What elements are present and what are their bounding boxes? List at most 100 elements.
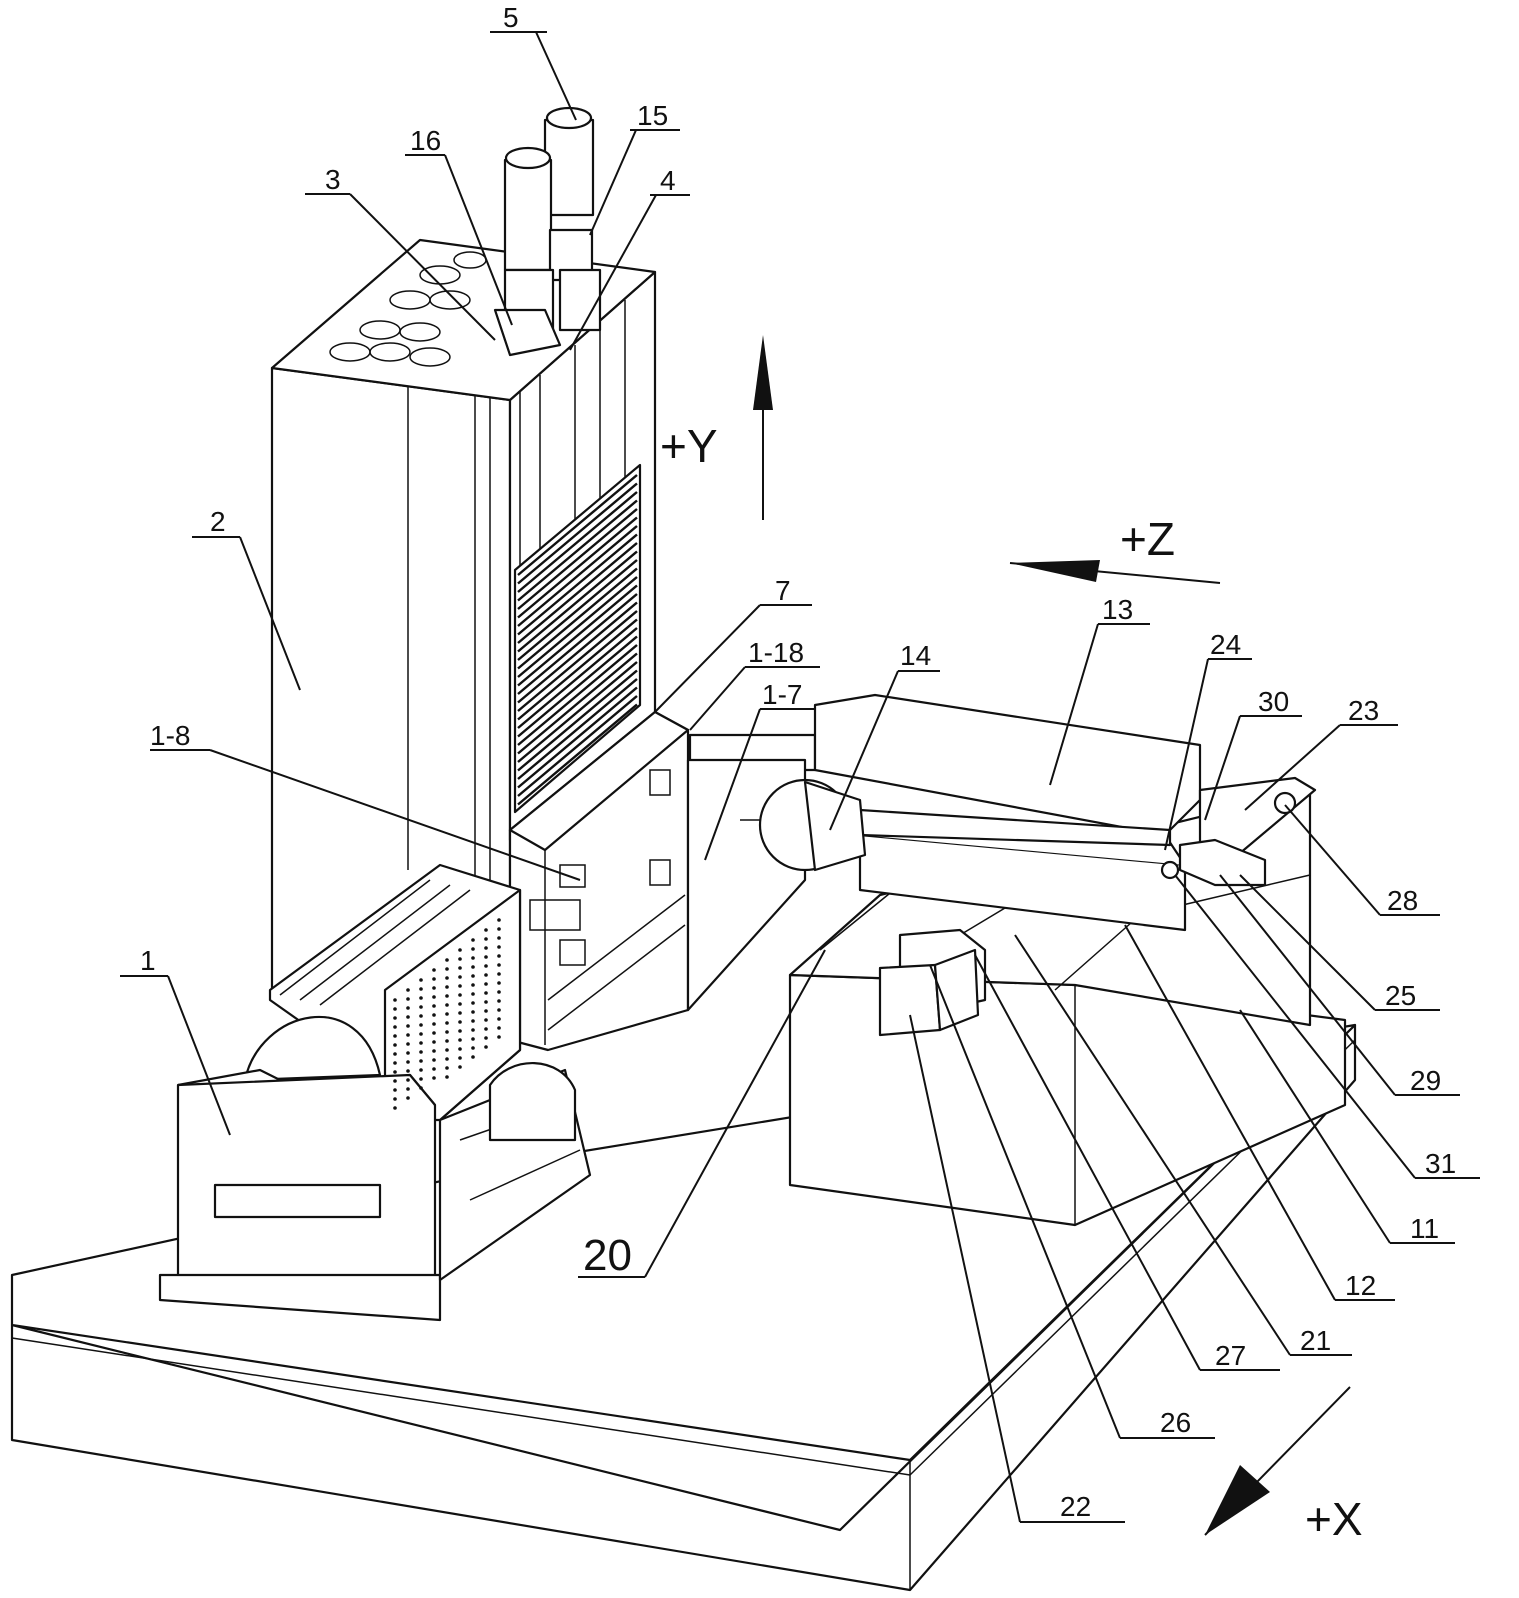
bolt-hole — [484, 982, 488, 986]
axis-x-label: +X — [1305, 1493, 1363, 1545]
label-1: 1 — [140, 945, 156, 976]
bolt-hole — [471, 1001, 475, 1005]
bolt-hole — [497, 972, 501, 976]
label-1-18: 1-18 — [748, 637, 804, 668]
bolt-hole — [497, 1017, 501, 1021]
bolt-hole — [419, 1032, 423, 1036]
bolt-hole — [445, 1075, 449, 1079]
bolt-hole — [484, 937, 488, 941]
bolt-hole — [393, 1007, 397, 1011]
bolt-hole — [471, 1028, 475, 1032]
label-24: 24 — [1210, 629, 1241, 660]
label-14: 14 — [900, 640, 931, 671]
bolt-hole — [406, 1015, 410, 1019]
bolt-hole — [406, 988, 410, 992]
label-16: 16 — [410, 125, 441, 156]
bolt-hole — [432, 1067, 436, 1071]
axis-y-label: +Y — [660, 420, 718, 472]
bolt-hole — [393, 1025, 397, 1029]
bolt-hole — [393, 1070, 397, 1074]
bolt-hole — [484, 991, 488, 995]
label-22: 22 — [1060, 1491, 1091, 1522]
label-20: 20 — [583, 1231, 632, 1280]
bolt-hole — [458, 957, 462, 961]
bolt-hole — [497, 990, 501, 994]
bolt-hole — [471, 947, 475, 951]
axis-z-label: +Z — [1120, 513, 1175, 565]
bolt-hole — [458, 975, 462, 979]
bolt-hole — [419, 996, 423, 1000]
bolt-hole — [484, 1000, 488, 1004]
bolt-hole — [445, 994, 449, 998]
bolt-hole — [393, 1052, 397, 1056]
bolt-hole — [406, 1069, 410, 1073]
bolt-hole — [445, 967, 449, 971]
bolt-hole — [484, 1045, 488, 1049]
bolt-hole — [458, 1029, 462, 1033]
bolt-hole — [393, 1106, 397, 1110]
bolt-hole — [419, 1005, 423, 1009]
bolt-hole — [484, 946, 488, 950]
bolt-hole — [393, 1097, 397, 1101]
bolt-hole — [432, 1004, 436, 1008]
bolt-hole — [497, 936, 501, 940]
label-28: 28 — [1387, 885, 1418, 916]
bolt-hole — [432, 1076, 436, 1080]
bolt-hole — [419, 1059, 423, 1063]
bolt-hole — [406, 1060, 410, 1064]
bolt-hole — [445, 958, 449, 962]
bolt-hole — [484, 928, 488, 932]
bolt-hole — [497, 954, 501, 958]
label-29: 29 — [1410, 1065, 1441, 1096]
bolt-hole — [471, 974, 475, 978]
motor-assembly — [495, 108, 600, 355]
bolt-hole — [432, 977, 436, 981]
bolt-hole — [406, 1006, 410, 1010]
bolt-hole — [445, 1048, 449, 1052]
bolt-hole — [432, 1058, 436, 1062]
bolt-hole — [497, 1035, 501, 1039]
bolt-hole — [393, 1061, 397, 1065]
bolt-hole — [497, 981, 501, 985]
bolt-hole — [458, 966, 462, 970]
bolt-hole — [484, 1036, 488, 1040]
bolt-hole — [419, 1050, 423, 1054]
label-21: 21 — [1300, 1325, 1331, 1356]
bolt-hole — [445, 1030, 449, 1034]
bolt-hole — [419, 1023, 423, 1027]
bolt-hole — [458, 948, 462, 952]
bolt-hole — [406, 1096, 410, 1100]
bolt-hole — [471, 1046, 475, 1050]
bolt-hole — [497, 945, 501, 949]
bolt-hole — [406, 1051, 410, 1055]
bolt-hole — [432, 1022, 436, 1026]
bolt-hole — [458, 1002, 462, 1006]
bolt-hole — [432, 1013, 436, 1017]
bolt-hole — [406, 1087, 410, 1091]
bolt-hole — [445, 1003, 449, 1007]
bolt-hole — [393, 1079, 397, 1083]
bolt-hole — [432, 1040, 436, 1044]
bolt-hole — [432, 1049, 436, 1053]
bolt-hole — [406, 1033, 410, 1037]
bolt-hole — [445, 976, 449, 980]
bolt-hole — [458, 993, 462, 997]
bolt-hole — [419, 1014, 423, 1018]
bolt-hole — [393, 1088, 397, 1092]
label-15: 15 — [637, 100, 668, 131]
bolt-hole — [432, 1031, 436, 1035]
bolt-hole — [497, 918, 501, 922]
axis-z: +Z — [1010, 513, 1220, 583]
bolt-hole — [471, 1055, 475, 1059]
bolt-hole — [445, 1012, 449, 1016]
bolt-hole — [458, 1065, 462, 1069]
bolt-hole — [471, 1010, 475, 1014]
bolt-hole — [393, 1034, 397, 1038]
bolt-hole — [458, 1047, 462, 1051]
bolt-hole — [484, 964, 488, 968]
bolt-hole — [497, 927, 501, 931]
bolt-hole — [393, 1043, 397, 1047]
bolt-hole — [484, 1027, 488, 1031]
bolt-hole — [458, 1038, 462, 1042]
